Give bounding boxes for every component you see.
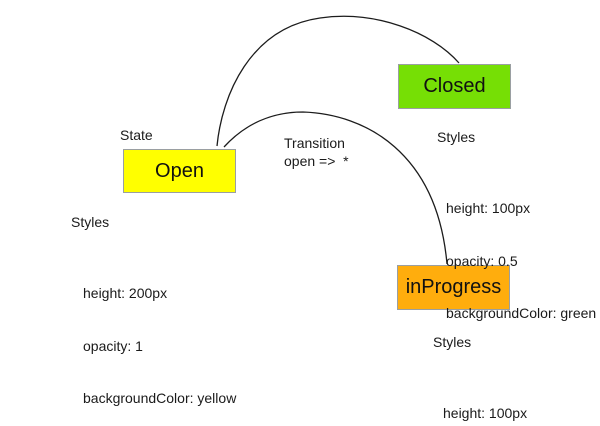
state-label-inprogress: inProgress: [405, 276, 502, 298]
arc-open-to-inprogress: [223, 111, 448, 265]
state-label-open: Open: [155, 159, 204, 182]
state-caption: State: [120, 127, 153, 143]
state-box-closed: Closed: [398, 64, 511, 109]
styles-block-closed: height: 100px opacity: 0.5 backgroundCol…: [446, 165, 596, 358]
state-box-inprogress: inProgress: [397, 265, 510, 310]
transition-rule: open => *: [284, 153, 349, 169]
style-line: backgroundColor: green: [446, 305, 597, 321]
styles-title-inprogress: Styles: [433, 334, 472, 350]
style-line: backgroundColor: yellow: [83, 390, 237, 406]
styles-block-open: height: 200px opacity: 1 backgroundColor…: [83, 250, 236, 426]
style-line: opacity: 1: [83, 337, 143, 354]
styles-title-open: Styles: [71, 214, 110, 230]
state-box-open: Open: [123, 149, 236, 193]
style-line: height: 100px: [443, 405, 528, 421]
transition-label: Transition open => *: [284, 134, 349, 170]
style-line: height: 200px: [83, 285, 168, 301]
arc-open-to-closed: [216, 15, 460, 147]
style-line: height: 100px: [446, 200, 531, 216]
transition-title: Transition: [284, 135, 345, 151]
state-label-closed: Closed: [423, 75, 486, 97]
styles-block-inprogress: height: 100px opacity: 1 backgroundColor…: [443, 370, 600, 426]
styles-title-closed: Styles: [437, 129, 476, 145]
style-line: opacity: 0.5: [446, 252, 518, 269]
